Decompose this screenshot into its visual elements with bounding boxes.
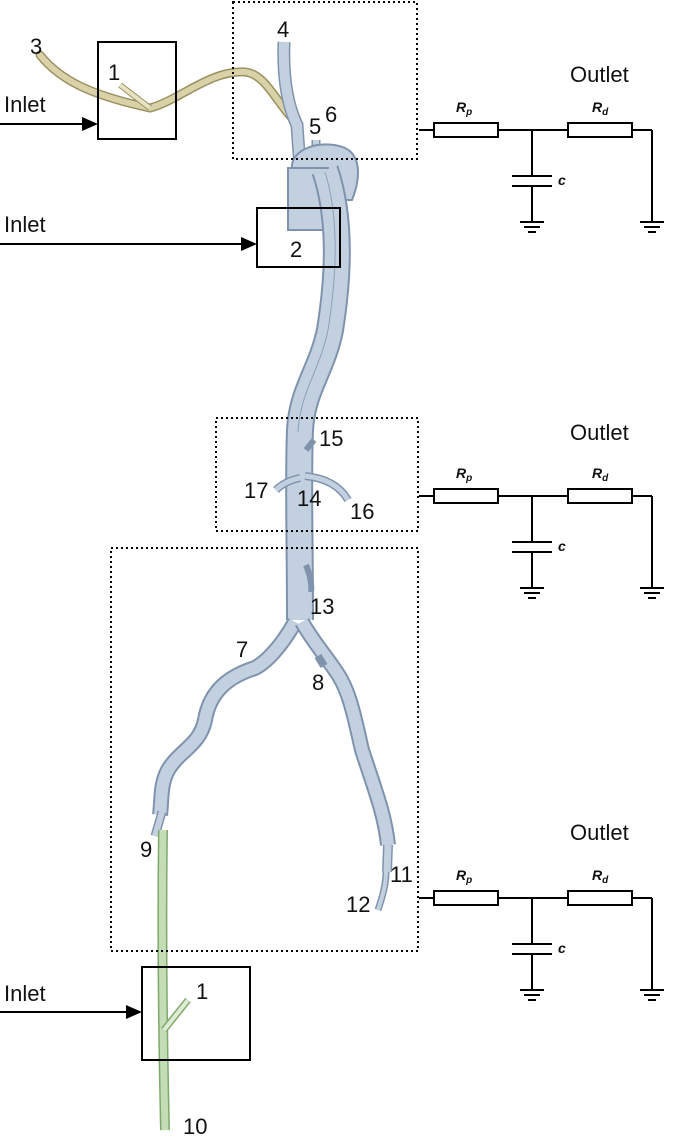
label-10: 10 <box>183 1114 207 1138</box>
rd-3-sub: d <box>602 875 609 886</box>
svg-text:Rp: Rp <box>456 465 472 484</box>
svg-text:Rd: Rd <box>592 867 609 886</box>
windkessel-1: Outlet Rp Rd c <box>419 62 664 233</box>
rd-1-sub: d <box>602 107 609 118</box>
windkessel-2: Outlet Rp Rd c <box>419 420 664 599</box>
inlet-3: 1 Inlet <box>0 966 251 1061</box>
rd-2-symbol: R <box>592 465 603 481</box>
inlet-1-arrow <box>82 117 98 131</box>
rd-resistor-2 <box>567 488 633 504</box>
ground-1b <box>640 221 664 233</box>
inlet-box-1 <box>97 41 177 140</box>
rd-3-symbol: R <box>592 867 603 883</box>
vessel-13 <box>303 563 315 593</box>
svg-text:Rd: Rd <box>592 465 609 484</box>
label-17: 17 <box>244 478 268 503</box>
c-3-symbol: c <box>558 940 566 956</box>
c-2-symbol: c <box>558 538 566 554</box>
ground-3b <box>640 989 664 1001</box>
ground-1a <box>520 221 544 233</box>
label-13: 13 <box>310 594 334 619</box>
label-15: 15 <box>319 426 343 451</box>
inlet-box-1-label: 1 <box>108 60 120 85</box>
rp-resistor-1 <box>433 122 499 138</box>
inlet-2: 2 Inlet <box>0 207 341 268</box>
inlet-2-label: Inlet <box>4 212 46 237</box>
inlet-1-label: Inlet <box>4 92 46 117</box>
rd-resistor-3 <box>567 890 633 906</box>
outlet-1-label: Outlet <box>570 62 629 87</box>
svg-text:Rd: Rd <box>592 99 609 118</box>
rp-1-sub: p <box>465 107 472 118</box>
rp-2-sub: p <box>465 473 472 484</box>
rd-1-symbol: R <box>592 99 603 115</box>
inlet-box-3 <box>141 966 251 1061</box>
label-6: 6 <box>325 102 337 127</box>
outlet-region-2 <box>215 417 419 532</box>
inlet-box-3-label: 1 <box>196 979 208 1004</box>
label-14: 14 <box>297 486 321 511</box>
label-7: 7 <box>236 637 248 662</box>
label-9: 9 <box>140 837 152 862</box>
ground-2a <box>520 587 544 599</box>
rp-3-symbol: R <box>456 867 467 883</box>
vessel-tree <box>35 41 396 1131</box>
label-11: 11 <box>390 862 413 887</box>
inlet-3-label: Inlet <box>4 981 46 1006</box>
svg-text:Rp: Rp <box>456 867 472 886</box>
outlet-region-1 <box>232 1 418 160</box>
vessel-labels: 3 4 5 6 7 8 9 10 11 12 13 14 15 16 17 <box>30 17 413 1138</box>
outlet-region-3 <box>110 547 419 952</box>
rp-resistor-2 <box>433 488 499 504</box>
inlet-1: 1 Inlet <box>0 41 177 140</box>
rd-2-sub: d <box>602 473 609 484</box>
inlet-2-arrow <box>241 237 257 251</box>
vessel-15 <box>303 438 317 452</box>
inlet-box-2-label: 2 <box>290 237 302 262</box>
svg-text:Rp: Rp <box>456 99 472 118</box>
rp-1-symbol: R <box>456 99 467 115</box>
label-8: 8 <box>312 670 324 695</box>
label-5: 5 <box>309 114 321 139</box>
rp-2-symbol: R <box>456 465 467 481</box>
rp-3-sub: p <box>465 875 472 886</box>
ground-3a <box>520 989 544 1001</box>
label-4: 4 <box>277 17 289 42</box>
label-16: 16 <box>350 499 374 524</box>
outlet-3-label: Outlet <box>570 820 629 845</box>
label-12: 12 <box>346 892 370 917</box>
windkessel-3: Outlet Rp Rd c <box>419 820 664 1001</box>
label-3: 3 <box>30 34 42 59</box>
iliac-right <box>295 618 396 846</box>
outlet-2-label: Outlet <box>570 420 629 445</box>
rp-resistor-3 <box>433 890 499 906</box>
ground-2b <box>640 587 664 599</box>
inlet-box-2 <box>256 207 341 268</box>
c-1-symbol: c <box>558 172 566 188</box>
inlet-3-arrow <box>126 1005 142 1019</box>
rd-resistor-1 <box>567 122 633 138</box>
